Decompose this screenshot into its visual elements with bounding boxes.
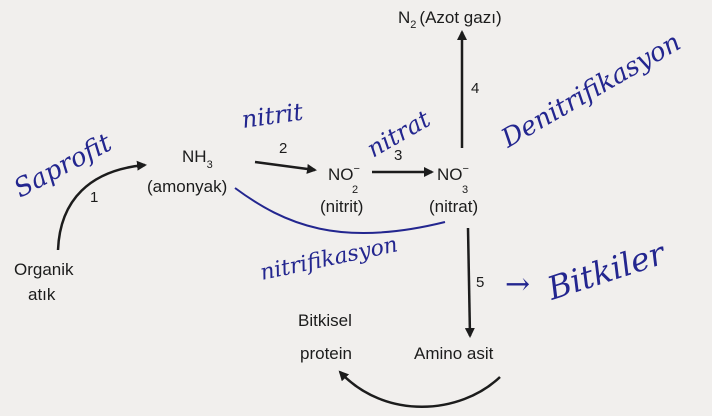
step-1: 1 (90, 189, 98, 206)
arrow-organic-to-ammonia (56, 160, 147, 251)
nitrate-name: (nitrat) (429, 197, 478, 216)
step-4: 4 (471, 80, 479, 97)
plant-protein-line1: Bitkisel (298, 311, 352, 330)
handwritten-saprofit: Saprofit (9, 128, 117, 204)
ammonia-name: (amonyak) (147, 177, 227, 196)
nitrate-sub: 3 (462, 184, 468, 196)
handwritten-bitkiler: Bitkiler (542, 234, 671, 308)
step-5: 5 (476, 274, 484, 291)
arrow-amino-acid-to-protein (338, 370, 501, 408)
handwritten-nitrit: nitrit (240, 98, 305, 134)
plant-protein-line2: protein (300, 344, 352, 363)
handwritten-nitrification-curve (234, 187, 446, 235)
nitrite-formula: NO− (328, 163, 360, 184)
n2-label: N2(Azot gazı) (398, 8, 502, 31)
arrow-nitrate-to-amino-acid (464, 227, 475, 338)
nitrite-name: (nitrit) (320, 197, 363, 216)
nitrate-formula: NO− (437, 163, 469, 184)
step-2: 2 (279, 140, 287, 157)
amino-acid-label: Amino asit (414, 344, 494, 363)
organic-waste-line2: atık (28, 285, 56, 304)
organic-waste-line1: Organik (14, 260, 74, 279)
ammonia-formula: NH3 (182, 147, 213, 171)
arrow-ammonia-to-nitrite (254, 160, 317, 174)
step-3: 3 (394, 147, 402, 164)
handwritten-nitrifikasyon: nitrifikasyon (258, 232, 400, 286)
handwritten-denitrifikasyon: Denitrifikasyon (496, 27, 686, 154)
nitrite-sub: 2 (352, 184, 358, 196)
handwritten-arrow: → (505, 267, 530, 302)
